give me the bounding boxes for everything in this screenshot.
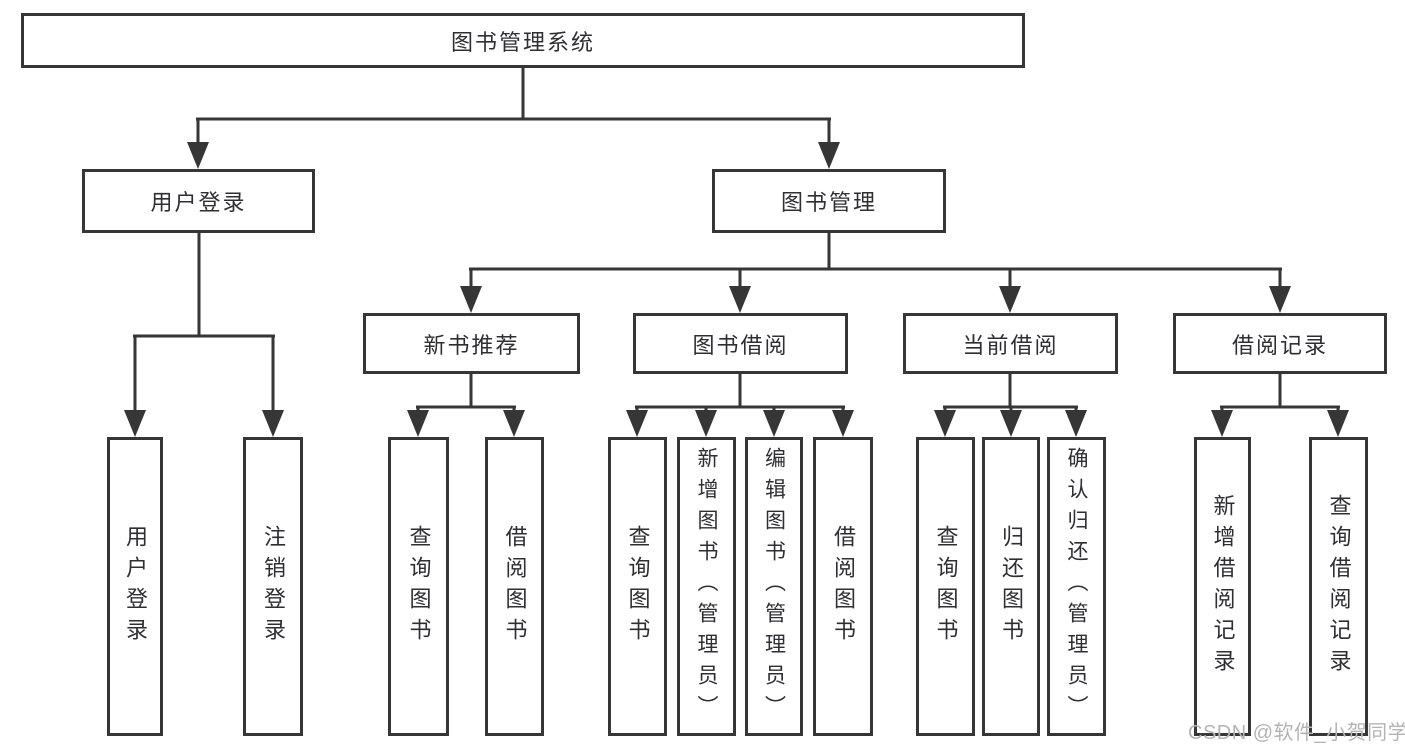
leaf-query-borrow-record-label: 查询借阅记录 [1326, 493, 1352, 680]
leaf-current-query-books-label: 查询图书 [933, 524, 959, 649]
node-new-book-recommend-label: 新书推荐 [423, 332, 520, 358]
connector-book-borrow-to-children [626, 374, 854, 437]
csdn-watermark: CSDN @软件_小贺同学 [1188, 722, 1405, 744]
leaf-borrow-query-books: 查询图书 [608, 437, 667, 736]
leaf-return-books: 归还图书 [982, 437, 1040, 736]
leaf-current-query-books: 查询图书 [916, 437, 975, 736]
leaf-return-books-label: 归还图书 [999, 524, 1024, 649]
node-root-label: 图书管理系统 [450, 29, 595, 55]
connector-current-borrow-to-children [934, 374, 1087, 437]
leaf-confirm-return-admin-label: 确认归还（管理员） [1065, 447, 1088, 726]
leaf-borrow-books-label: 借阅图书 [831, 524, 856, 649]
node-borrow-records: 借阅记录 [1173, 313, 1387, 374]
leaf-user-login-label: 用户登录 [123, 524, 148, 649]
node-book-borrow: 图书借阅 [633, 313, 848, 374]
connector-user-login-to-children [124, 233, 284, 437]
leaf-borrow-books: 借阅图书 [813, 437, 873, 736]
leaf-add-books-admin: 新增图书（管理员） [677, 437, 736, 736]
connector-borrow-records-to-children [1211, 374, 1349, 437]
leaf-edit-books-admin: 编辑图书（管理员） [745, 437, 803, 736]
node-root: 图书管理系统 [21, 13, 1025, 68]
connector-new-book-recommend-to-children [407, 374, 525, 437]
node-user-login-label: 用户登录 [150, 190, 247, 215]
leaf-logout: 注销登录 [243, 437, 303, 736]
leaf-add-borrow-record: 新增借阅记录 [1194, 437, 1251, 736]
node-borrow-records-label: 借阅记录 [1231, 332, 1328, 358]
leaf-confirm-return-admin: 确认归还（管理员） [1047, 437, 1106, 736]
leaf-user-login: 用户登录 [107, 437, 163, 736]
node-book-management-label: 图书管理 [780, 190, 877, 215]
leaf-edit-books-admin-label: 编辑图书（管理员） [762, 447, 786, 726]
node-book-management: 图书管理 [712, 169, 946, 233]
leaf-recommend-borrow-books: 借阅图书 [485, 437, 544, 736]
leaf-recommend-query-books: 查询图书 [388, 437, 449, 736]
node-current-borrow-label: 当前借阅 [962, 332, 1059, 358]
node-new-book-recommend: 新书推荐 [363, 313, 580, 374]
leaf-query-borrow-record: 查询借阅记录 [1309, 437, 1368, 736]
leaf-recommend-borrow-books-label: 借阅图书 [502, 524, 528, 649]
node-book-borrow-label: 图书借阅 [692, 332, 789, 358]
leaf-borrow-query-books-label: 查询图书 [625, 524, 651, 649]
node-current-borrow: 当前借阅 [903, 313, 1118, 374]
connector-book-management-to-level3 [460, 233, 1291, 313]
leaf-add-books-admin-label: 新增图书（管理员） [695, 447, 718, 726]
leaf-add-borrow-record-label: 新增借阅记录 [1210, 493, 1236, 680]
connector-root-to-level2 [187, 68, 840, 169]
leaf-recommend-query-books-label: 查询图书 [406, 524, 432, 649]
node-user-login: 用户登录 [82, 169, 315, 233]
leaf-logout-label: 注销登录 [261, 524, 286, 649]
